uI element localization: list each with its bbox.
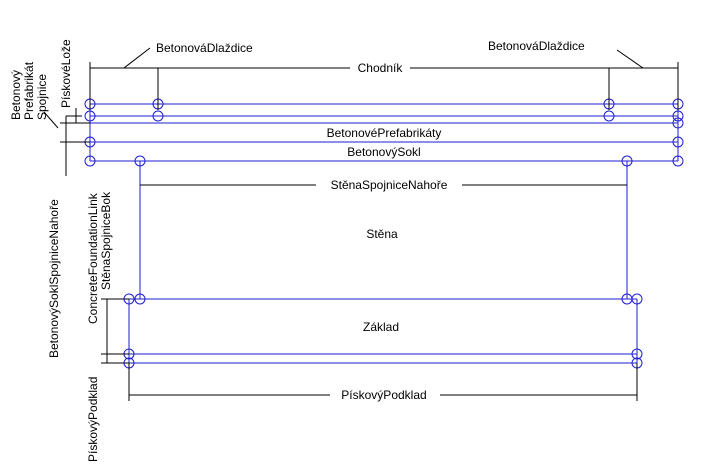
node-circle[interactable]	[672, 110, 684, 122]
node-circle[interactable]	[631, 348, 643, 360]
prefab-spojnice-leader	[43, 111, 59, 129]
node-circle[interactable]	[603, 110, 615, 122]
stena-spojnice-nahore-label: StěnaSpojniceNahoře	[331, 178, 448, 192]
labels: BetonováDlaždice BetonováDlaždice Chodní…	[9, 39, 585, 462]
node-circle[interactable]	[672, 155, 684, 167]
zaklad-label: Základ	[363, 320, 399, 334]
stena-label: Stěna	[366, 227, 398, 241]
chodnik-label: Chodník	[358, 61, 404, 75]
stena-spojnice-bok-label: StěnaSpojniceBok	[99, 191, 113, 290]
node-circle[interactable]	[84, 110, 96, 122]
node-circles	[84, 98, 684, 369]
node-circle[interactable]	[134, 155, 146, 167]
dimension-lines	[43, 47, 679, 401]
piskovy-podklad-vertical-label: PískovýPodklad	[86, 377, 100, 462]
node-circle[interactable]	[134, 293, 146, 305]
betonovy-prefab-label-line3: Spojnice	[35, 74, 49, 120]
node-circle[interactable]	[152, 110, 164, 122]
dlazdice-leader-left	[123, 47, 151, 69]
structure-lines	[66, 103, 679, 364]
piskovy-podklad-label: PískovýPodklad	[341, 388, 426, 402]
dlazdice-leader-right	[616, 49, 644, 69]
betonovy-sokl-spojnice-nahore-label: BetonovýSoklSpojniceNahoře	[47, 199, 61, 358]
piskove-loze-label: PískovéLože	[59, 39, 73, 108]
node-circle[interactable]	[672, 117, 684, 129]
betonove-prefabrikaty-label: BetonovéPrefabrikáty	[327, 126, 442, 140]
node-circle[interactable]	[621, 155, 633, 167]
betonovy-prefab-label-line1: Betonový	[9, 70, 23, 120]
betonovy-prefab-label-line2: Prefabrikát	[22, 61, 36, 120]
node-circle[interactable]	[672, 136, 684, 148]
betonovy-sokl-label: BetonovýSokl	[347, 145, 420, 159]
node-circle[interactable]	[631, 293, 643, 305]
betonova-dlazdice-label-right: BetonováDlaždice	[488, 39, 585, 53]
betonova-dlazdice-label-left: BetonováDlaždice	[156, 41, 253, 55]
concrete-foundation-link-label: ConcreteFoundationLink	[86, 192, 100, 324]
node-circle[interactable]	[84, 155, 96, 167]
